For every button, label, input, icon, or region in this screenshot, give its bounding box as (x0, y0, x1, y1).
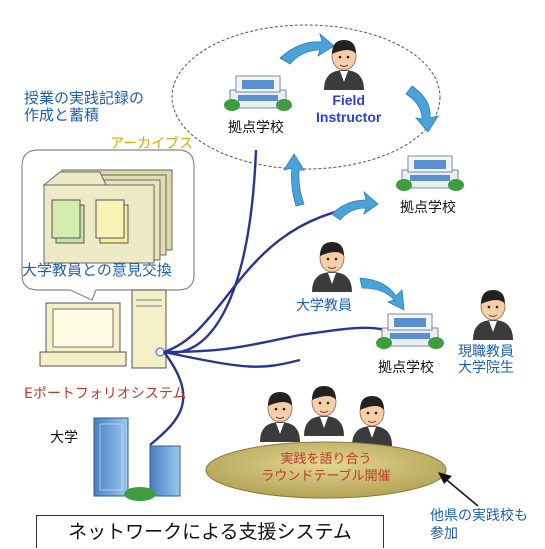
school-building-icon (375, 313, 445, 350)
school-label-3: 拠点学校 (378, 360, 434, 376)
person-icon (311, 241, 353, 293)
cycle-arrows (279, 32, 439, 311)
teacher-student-label: 現職教員 大学院生 (458, 344, 514, 377)
professor-label: 大学教員 (296, 298, 352, 314)
university-label: 大学 (50, 430, 78, 446)
other-schools-label: 他県の実践校も 参加 (430, 508, 528, 542)
school-building-icon (223, 75, 293, 112)
person-icon (303, 385, 345, 437)
school-label-1: 拠点学校 (228, 120, 284, 136)
school-building-icon (395, 155, 465, 192)
field-instructor-label: Field Instructor (316, 92, 382, 125)
university-building-icon (93, 417, 181, 501)
archive-label: アーカイブス (110, 136, 194, 152)
person-icon (351, 395, 393, 447)
diagram-caption: ネットワークによる支援システム (36, 515, 384, 548)
roundtable-table (205, 441, 447, 499)
person-icon (472, 289, 514, 341)
network-region-outline (171, 24, 441, 170)
eportfolio-label: Eポートフォリオシステム (24, 386, 187, 402)
pointer-arrow (438, 472, 479, 507)
archive-folder-icon (42, 169, 173, 264)
roundtable-label: 実践を語り合う ラウンドテーブル開催 (261, 452, 391, 484)
school-label-2: 拠点学校 (400, 200, 456, 216)
computer-icon (39, 289, 167, 369)
person-icon (259, 391, 301, 443)
opinion-exchange-label: 大学教員との意見交換 (22, 261, 172, 279)
archive-heading: 授業の実践記録の 作成と蓄積 (24, 89, 145, 125)
